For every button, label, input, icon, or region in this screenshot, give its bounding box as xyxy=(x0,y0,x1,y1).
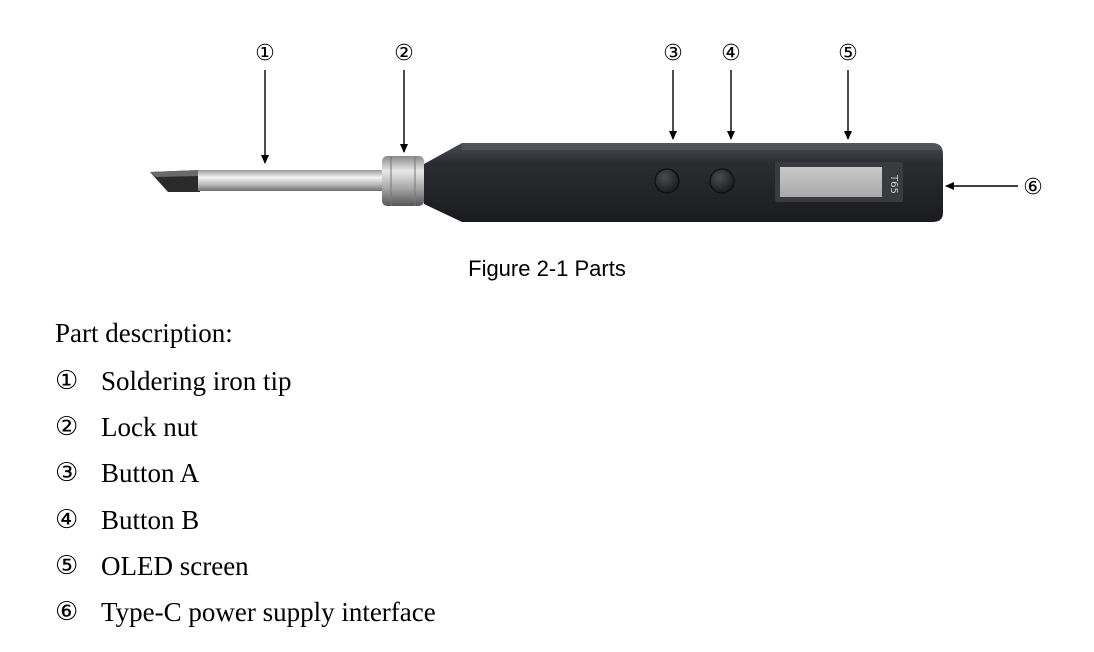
oled-screen-display xyxy=(780,167,882,197)
parts-figure: ① ② ③ ④ ⑤ ⑥ T65 xyxy=(150,41,1043,222)
button-b-shape xyxy=(709,168,735,194)
item-number: ② xyxy=(55,412,79,443)
callout-6-label: ⑥ xyxy=(1023,175,1043,200)
item-text: Type-C power supply interface xyxy=(101,596,436,627)
list-item: ③ Button A xyxy=(55,458,436,504)
callout-3-label: ③ xyxy=(663,41,683,66)
lock-nut-shape xyxy=(382,156,424,206)
figure-caption: Figure 2-1 Parts xyxy=(468,256,626,281)
item-text: Button A xyxy=(101,458,200,489)
list-item: ④ Button B xyxy=(55,505,436,551)
item-text: OLED screen xyxy=(101,550,249,581)
item-text: Soldering iron tip xyxy=(101,366,292,396)
list-item: ② Lock nut xyxy=(55,412,436,458)
parts-list: ① Soldering iron tip ② Lock nut ③ Button… xyxy=(55,366,436,643)
soldering-iron-illustration: T65 xyxy=(150,143,943,222)
item-text: Lock nut xyxy=(101,412,198,443)
list-item: ① Soldering iron tip xyxy=(55,366,436,412)
item-number: ⑥ xyxy=(55,596,79,627)
list-item: ⑥ Type-C power supply interface xyxy=(55,597,436,643)
item-number: ① xyxy=(55,366,79,396)
tip-shaft xyxy=(198,170,384,191)
part-description-heading: Part description: xyxy=(55,318,233,348)
callout-1-label: ① xyxy=(255,41,275,66)
screen-model-label: T65 xyxy=(888,174,899,194)
item-text: Button B xyxy=(101,504,200,535)
button-a-shape xyxy=(654,168,680,194)
item-number: ⑤ xyxy=(55,550,79,581)
item-number: ④ xyxy=(55,504,79,535)
callout-4-label: ④ xyxy=(721,41,741,66)
callout-2-label: ② xyxy=(394,41,414,66)
list-item: ⑤ OLED screen xyxy=(55,551,436,597)
item-number: ③ xyxy=(55,458,79,489)
callout-5-label: ⑤ xyxy=(838,41,858,66)
